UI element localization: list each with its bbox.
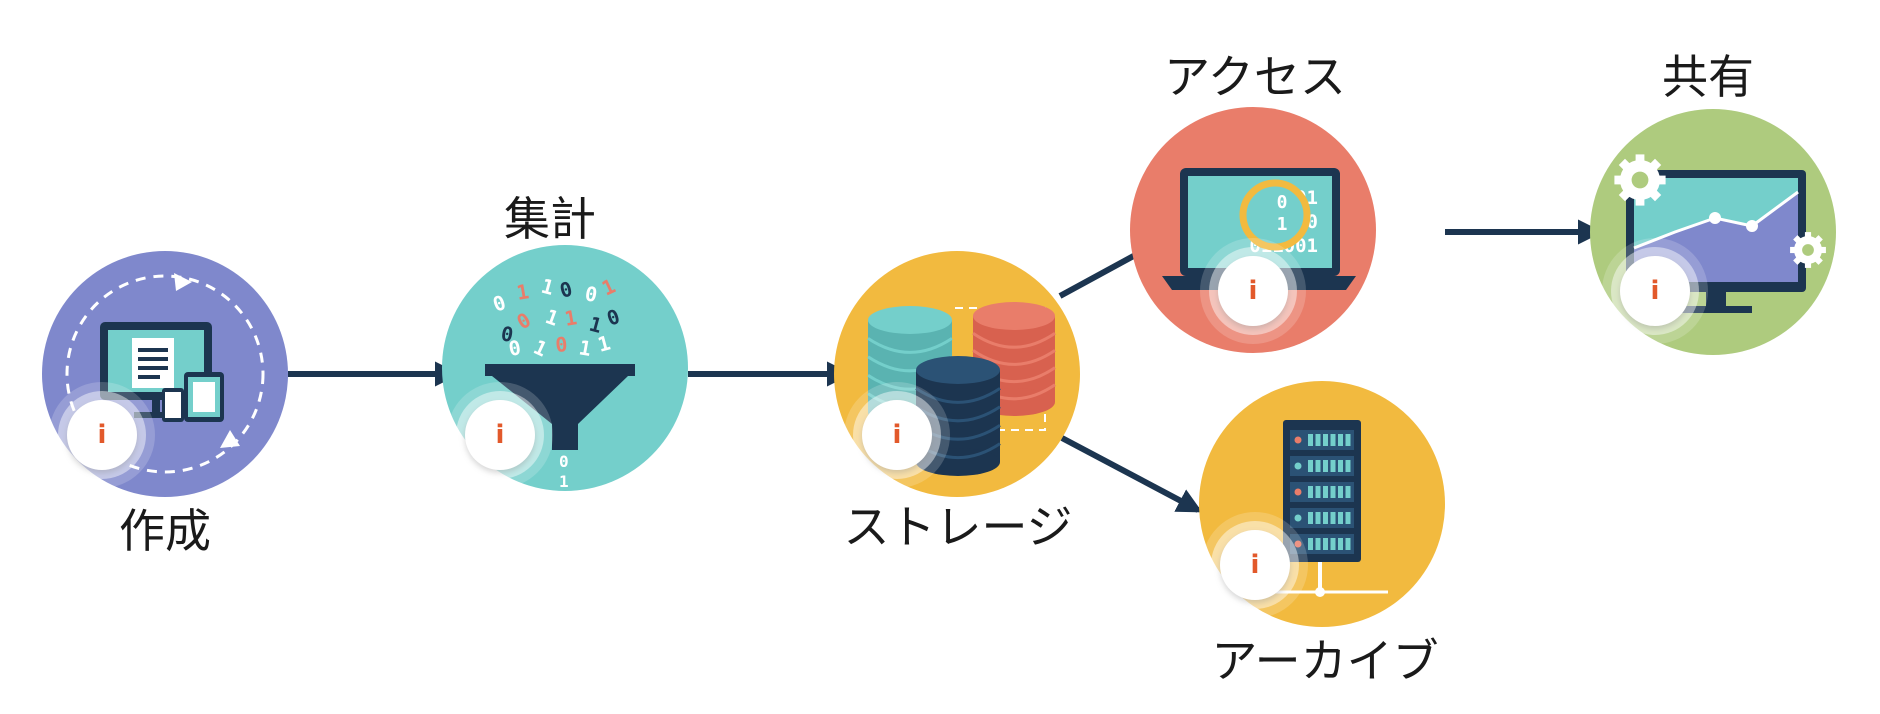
magnifier-digit-0: 0 [1277, 192, 1288, 213]
info-button-aggregate[interactable]: i [465, 400, 535, 470]
info-icon: i [495, 420, 505, 450]
info-button-storage[interactable]: i [862, 400, 932, 470]
funnel-output-digit-0: 0 [559, 452, 569, 471]
node-label-create: 作成 [119, 504, 211, 558]
node-storage [834, 251, 1080, 497]
info-button-create[interactable]: i [67, 400, 137, 470]
node-label-access: アクセス [1164, 50, 1346, 104]
funnel-digit: 0 [507, 335, 523, 361]
devices-sync-icon [65, 273, 265, 474]
gear-small-icon [1790, 232, 1826, 268]
info-icon: i [892, 420, 902, 450]
node-share [1590, 109, 1836, 355]
funnel-digit: 1 [563, 305, 579, 331]
funnel-digit: 0 [499, 321, 515, 347]
info-icon: i [1650, 276, 1660, 306]
info-button-access[interactable]: i [1218, 256, 1288, 326]
funnel-digit: 1 [577, 335, 593, 361]
magnifier-digit-1: 1 [1277, 214, 1288, 235]
info-button-archive[interactable]: i [1220, 530, 1290, 600]
node-label-storage: ストレージ [843, 500, 1073, 554]
server-rack-icon [1258, 420, 1388, 597]
node-label-archive: アーカイブ [1211, 634, 1439, 688]
funnel-digit: 0 [583, 281, 599, 307]
node-label-aggregate: 集計 [504, 192, 596, 246]
funnel-digit: 1 [587, 312, 605, 338]
info-icon: i [97, 420, 107, 450]
funnel-digit: 1 [515, 279, 531, 305]
info-icon: i [1250, 550, 1260, 580]
database-cylinder-icon [915, 356, 1001, 476]
info-button-share[interactable]: i [1620, 256, 1690, 326]
funnel-digit: 1 [539, 274, 557, 300]
edge-storage-archive [1060, 435, 1203, 513]
gear-icon [1614, 154, 1666, 206]
funnel-digit: 0 [554, 332, 568, 357]
info-icon: i [1248, 276, 1258, 306]
node-label-share: 共有 [1662, 50, 1754, 104]
funnel-output-digit-1: 1 [559, 472, 569, 491]
funnel-digit: 1 [595, 331, 613, 357]
edges [288, 219, 1604, 513]
funnel-digit: 0 [557, 277, 575, 303]
